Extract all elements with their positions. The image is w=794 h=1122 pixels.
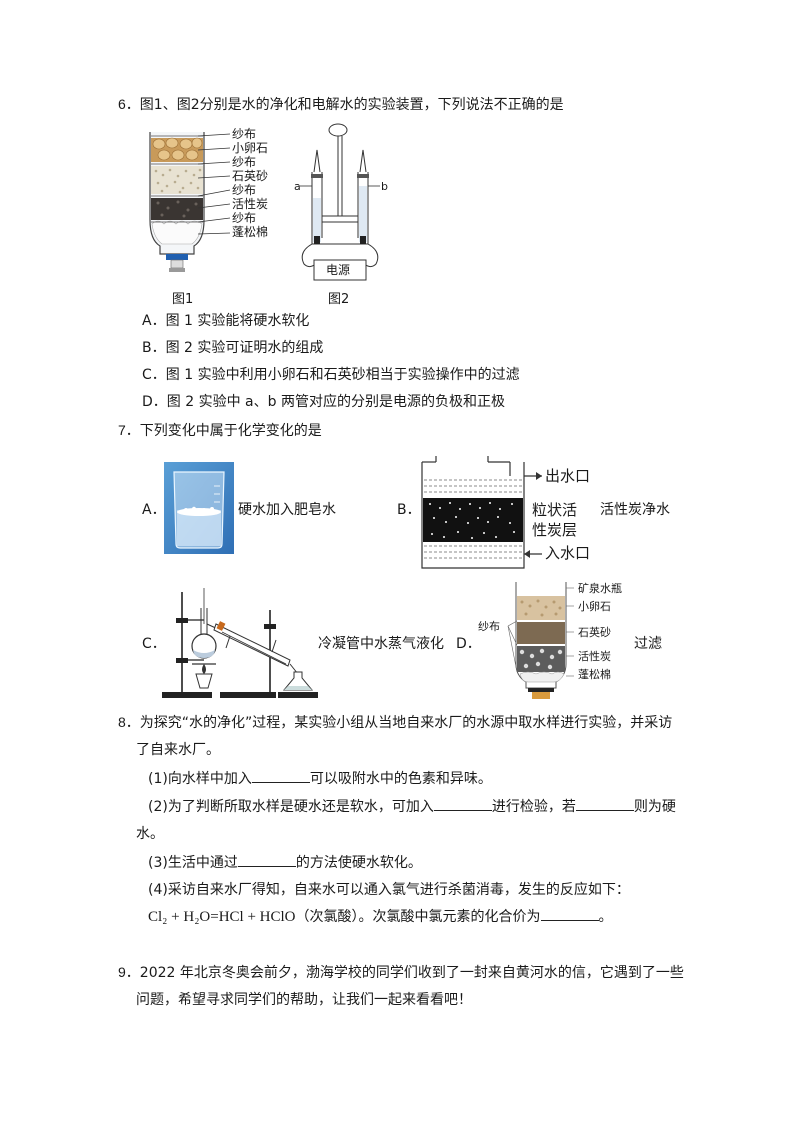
fig1-label-quartz: 石英砂 <box>232 169 269 183</box>
fig1-label-gauze-2: 纱布 <box>232 155 257 169</box>
q7-beaker-photo <box>164 462 234 554</box>
q8-stem-line2: 了自来水厂。 <box>136 742 220 758</box>
fig2-label-b: b <box>381 180 388 193</box>
q6-option-a[interactable]: A．图 1 实验能将硬水软化 <box>142 313 310 329</box>
q8-blank-3[interactable] <box>575 796 634 811</box>
q6-option-b[interactable]: B．图 2 实验可证明水的组成 <box>142 340 324 356</box>
q7-option-c-letter[interactable]: C． <box>142 636 166 652</box>
q7-b-outlet-label: 出水口 <box>545 467 591 485</box>
q7-option-d-text: 过滤 <box>634 636 662 652</box>
q9-line1: 9．2022 年北京冬奥会前夕，渤海学校的同学们收到了一封来自黄河水的信，它遇到… <box>118 964 684 981</box>
q7-d-label-quartz: 石英砂 <box>578 626 611 639</box>
fig1-filter-column <box>149 132 231 272</box>
q7-option-a-text: 硬水加入肥皂水 <box>238 502 336 518</box>
q7-d-label-pebbles: 小卵石 <box>578 600 611 613</box>
q8-blank-5[interactable] <box>540 906 599 921</box>
q7-option-c-text: 冷凝管中水蒸气液化 <box>318 636 444 652</box>
q7-option-a-letter[interactable]: A． <box>142 502 166 518</box>
fig1-labels: 纱布 小卵石 纱布 石英砂 纱布 活性炭 纱布 蓬松棉 <box>232 127 268 239</box>
fig1-label-gauze-3: 纱布 <box>232 183 257 197</box>
fig1-label-carbon: 活性炭 <box>232 197 269 211</box>
q8-part3: (3)生活中通过的方法使硬水软化。 <box>148 852 422 873</box>
q7-d-label-cotton: 蓬松棉 <box>578 668 611 681</box>
q8-blank-2[interactable] <box>433 796 492 811</box>
q8-equation: Cl₂ + H₂O=HCl + HClO <box>148 909 296 925</box>
q7-distillation-apparatus <box>162 588 318 698</box>
q9-line2: 问题，希望寻求同学们的帮助，让我们一起来看看吧！ <box>136 992 472 1008</box>
fig2-label-a: a <box>294 180 301 193</box>
q7-b-inlet-label: 入水口 <box>545 544 591 562</box>
q8-equation-line: Cl₂ + H₂O=HCl + HClO（次氯酸）。次氯酸中氯元素的化合价为。 <box>148 906 613 927</box>
fig1-label-gauze-4: 纱布 <box>232 211 257 225</box>
q7-b-layer-label-2: 性炭层 <box>532 521 578 539</box>
q7-bottle-filter <box>507 582 574 699</box>
q8-part4: (4)采访自来水厂得知，自来水可以通入氯气进行杀菌消毒，发生的反应如下： <box>148 882 630 898</box>
fig2-electrolysis <box>300 123 380 281</box>
q8-blank-4[interactable] <box>237 852 296 867</box>
q8-stem-line1: 8．为探究“水的净化”过程，某实验小组从当地自来水厂的水源中取水样进行实验，并采… <box>118 714 673 731</box>
fig1-caption: 图1 <box>172 292 194 307</box>
q7-option-d-letter[interactable]: D． <box>456 636 481 652</box>
q7-option-b-letter[interactable]: B． <box>397 502 421 518</box>
q7-d-label-carbon: 活性炭 <box>578 650 611 663</box>
q7-d-label-gauze: 纱布 <box>478 620 500 633</box>
q6-option-d[interactable]: D．图 2 实验中 a、b 两管对应的分别是电源的负极和正极 <box>142 394 505 410</box>
fig1-label-gauze-1: 纱布 <box>232 127 257 141</box>
q7-b-layer-label-1: 粒状活 <box>532 501 578 519</box>
q7-stem: 7．下列变化中属于化学变化的是 <box>118 422 322 439</box>
fig2-caption: 图2 <box>328 292 350 307</box>
fig2-power-label: 电源 <box>326 263 351 277</box>
q7-d-label-bottle: 矿泉水瓶 <box>578 582 622 595</box>
q8-part2-end: 水。 <box>136 826 164 842</box>
q8-part2: (2)为了判断所取水样是硬水还是软水，可加入进行检验，若则为硬 <box>148 796 676 817</box>
fig1-label-pebbles: 小卵石 <box>232 141 269 155</box>
q6-option-c[interactable]: C．图 1 实验中利用小卵石和石英砂相当于实验操作中的过滤 <box>142 367 520 383</box>
q7-option-b-text: 活性炭净水 <box>600 502 670 518</box>
q8-part1: (1)向水样中加入可以吸附水中的色素和异味。 <box>148 768 492 789</box>
q7-carbon-filter <box>421 456 542 569</box>
q6-stem: 6．图1、图2分别是水的净化和电解水的实验装置，下列说法不正确的是 <box>118 96 564 113</box>
fig1-label-cotton: 蓬松棉 <box>232 225 269 239</box>
q8-blank-1[interactable] <box>251 768 310 783</box>
